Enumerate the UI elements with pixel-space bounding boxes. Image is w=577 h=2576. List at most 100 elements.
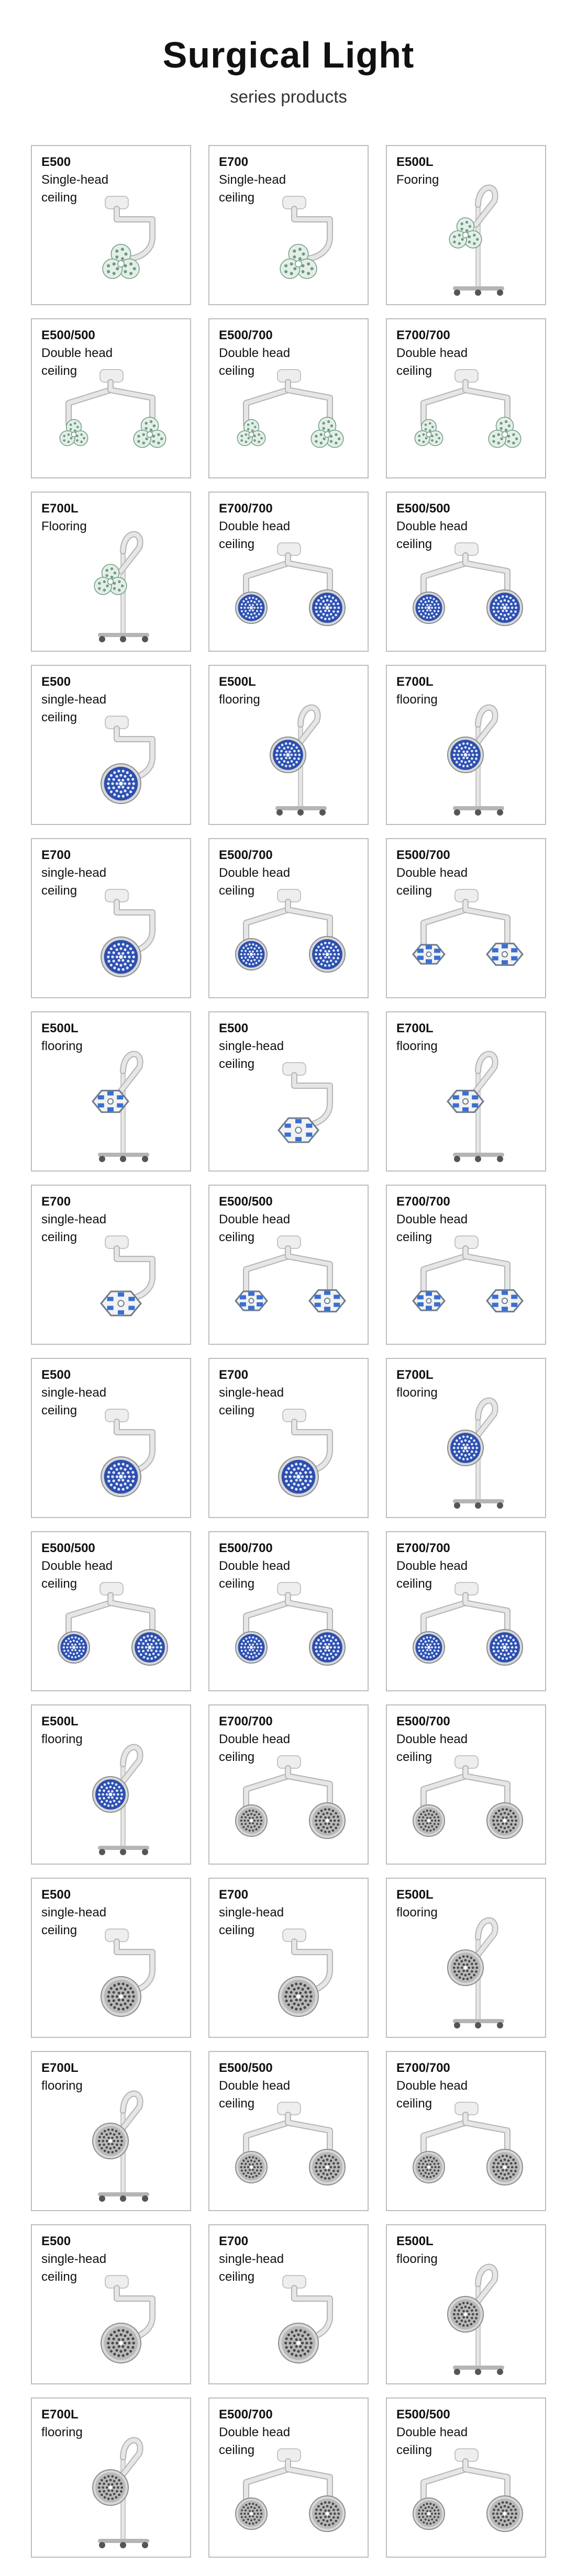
lamp-arm [244,2113,290,2159]
product-model: E700/700 [396,1541,450,1555]
lamp-arm [244,1766,290,1812]
lamp-illustration [413,2448,523,2532]
lamp-arm [421,553,468,599]
lamp-head [413,1631,445,1664]
lamp-arm [286,1766,332,1812]
product-model: E500/700 [219,2407,273,2422]
product-description-line: Flooring [41,519,87,533]
product-description-line: ceiling [219,1403,255,1418]
product-model: E700L [41,2407,79,2422]
lamp-arm [286,2113,332,2159]
lamp-illustration [100,1235,156,1317]
product-description-line: ceiling [219,1750,255,1764]
lamp-illustration [235,1582,346,1666]
product-description-line: ceiling [219,364,255,378]
product-model: E500 [41,1888,71,1902]
lamp-arm [286,380,332,426]
lamp-head [101,936,141,977]
lamp-arm [463,1766,509,1812]
lamp-illustration [101,1928,156,2017]
product-description-line: single-head [219,1905,284,1920]
product-description-line: ceiling [219,884,255,898]
lamp-arm [119,532,142,573]
lamp-arm [286,2459,332,2505]
lamp-arm [108,1593,154,1639]
product-description-line: single-head [41,2252,107,2266]
page-subtitle: series products [230,87,347,106]
lamp-head [101,1456,141,1497]
lamp-head [309,1629,346,1666]
product-description-line: Double head [219,346,291,360]
lamp-head [235,938,268,971]
product-model: E700/700 [219,1714,273,1729]
product-model: E500L [396,155,434,169]
lamp-head [413,592,445,624]
lamp-head [92,1089,129,1113]
product-model: E700 [219,1368,249,1382]
lamp-head [270,737,306,773]
product-description-line: Double head [396,519,468,533]
lamp-arm [463,1593,509,1639]
lamp-arm [119,1745,142,1786]
product-description-line: ceiling [41,1230,77,1244]
lamp-head [235,592,268,624]
lamp-head [486,942,524,966]
product-model: E500 [41,1368,71,1382]
product-model: E500/500 [41,1541,95,1555]
lamp-head [278,2323,319,2363]
lamp-arm [463,2459,509,2505]
product-description-line: flooring [396,1386,438,1400]
lamp-arm [463,553,509,599]
lamp-arm [474,2265,497,2306]
lamp-head [447,1430,484,1466]
lamp-illustration [413,2102,523,2185]
product-description-line: ceiling [41,364,77,378]
product-description-line: Double head [396,1212,468,1226]
lamp-illustration [235,542,346,626]
lamp-head [92,2469,129,2506]
lamp-head [235,1290,268,1311]
lamp-head [413,2151,445,2183]
product-model: E700/700 [396,2061,450,2075]
lamp-arm [244,1593,290,1639]
lamp-arm [66,1593,113,1639]
lamp-arm [474,705,497,746]
product-description-line: flooring [219,693,260,707]
product-description-line: ceiling [41,1577,77,1591]
product-description-line: ceiling [396,1230,432,1244]
product-model: E500 [41,675,71,689]
lamp-arm [66,380,113,426]
product-model: E500/700 [396,848,450,862]
lamp-head [486,2149,523,2185]
lamp-illustration [94,531,149,642]
lamp-illustration [101,716,156,804]
lamp-arm [463,2113,509,2159]
lamp-illustration [413,1582,523,1666]
product-description-line: single-head [41,1212,107,1226]
lamp-head [92,1776,129,1813]
